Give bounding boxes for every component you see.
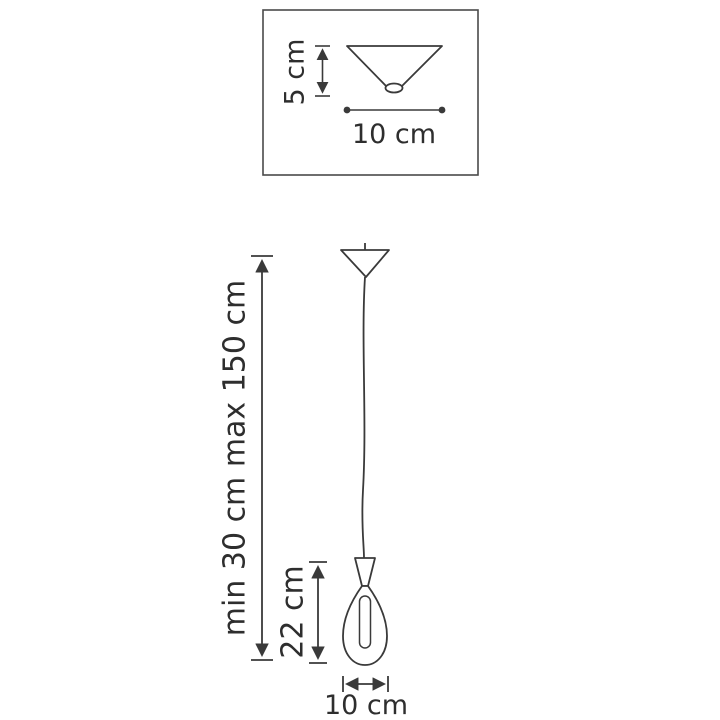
bulb-height-dimension (309, 561, 327, 664)
dim-dot (438, 106, 446, 114)
canopy-height-dimension (315, 45, 330, 97)
inset-border (262, 9, 479, 176)
cord-length-dimension (251, 255, 273, 661)
bulb-height-label: 22 cm (276, 565, 311, 658)
ceiling-canopy (340, 243, 390, 278)
cord-length-label: min 30 cm max 150 cm (218, 280, 253, 636)
canopy-top-view-drawing (346, 45, 443, 94)
pendant-lamp-drawing: min 30 cm max 150 cm 22 cm 10 cm (218, 243, 408, 720)
glass-bulb (342, 585, 388, 666)
dim-dot (343, 106, 351, 114)
canopy-width-label: 10 cm (352, 119, 436, 150)
canopy-cone (340, 249, 390, 278)
canopy-cone-outlet (384, 82, 404, 94)
bulb-width-dimension (342, 676, 389, 692)
suspension-wire (361, 276, 366, 559)
canopy-width-dimension (343, 106, 446, 114)
bulb-inner-tube (358, 595, 372, 649)
canopy-height-label: 5 cm (280, 39, 311, 106)
canopy-detail-box: 5 cm 10 cm (262, 9, 479, 176)
lamp-socket (354, 557, 376, 587)
bulb-width-label: 10 cm (324, 690, 408, 720)
